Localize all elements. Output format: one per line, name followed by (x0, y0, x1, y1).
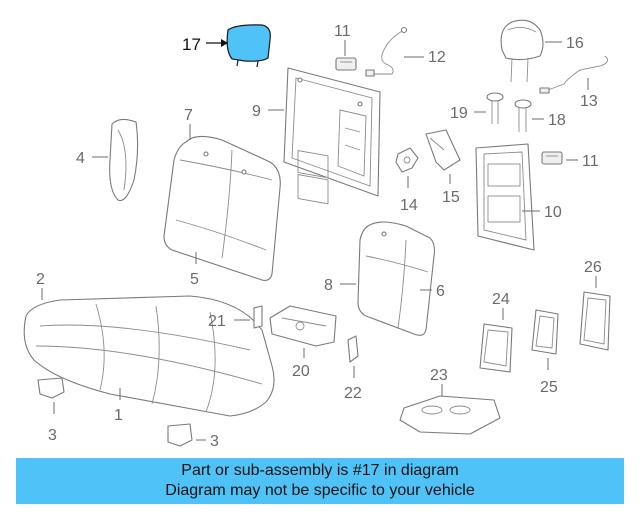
part-11-clip-right[interactable] (541, 151, 563, 165)
callout-3-left: 3 (48, 427, 57, 444)
callout-12: 12 (428, 49, 446, 66)
callout-20: 20 (292, 363, 310, 380)
callout-18: 18 (548, 112, 566, 129)
part-23-armrest[interactable] (399, 395, 501, 435)
part-26-pad[interactable] (579, 291, 611, 351)
callout-15: 15 (442, 189, 460, 206)
callout-24: 24 (492, 291, 510, 308)
callout-4: 4 (76, 150, 85, 167)
callout-9: 9 (252, 103, 261, 120)
callout-10: 10 (544, 204, 562, 221)
callout-19: 19 (450, 105, 468, 122)
part-14-latch[interactable] (395, 147, 419, 173)
arrow-17 (221, 39, 228, 47)
part-11-clip-upper[interactable] (335, 57, 357, 71)
part-22-hook[interactable] (347, 335, 359, 363)
callout-25: 25 (540, 379, 558, 396)
banner-line-1: Part or sub-assembly is #17 in diagram (181, 462, 459, 479)
part-10-seatback-frame[interactable] (475, 143, 535, 251)
callout-13: 13 (580, 93, 598, 110)
part-9-seatback-frame[interactable] (283, 67, 381, 205)
callout-26: 26 (584, 259, 602, 276)
callout-14: 14 (400, 197, 418, 214)
part-1-seat-cushion[interactable] (23, 295, 275, 417)
part-20-bracket[interactable] (269, 305, 337, 347)
callout-11-right: 11 (582, 153, 599, 170)
part-3-clip-left[interactable] (37, 377, 65, 399)
part-12-release-cable[interactable] (365, 26, 408, 77)
callout-1: 1 (114, 407, 123, 424)
part-16-headrest[interactable] (500, 19, 544, 83)
part-18-headrest-guide[interactable] (514, 99, 532, 132)
part-8-seatback-cushion[interactable] (357, 221, 436, 336)
callout-21: 21 (208, 313, 226, 330)
part-21-clip[interactable] (253, 305, 263, 329)
callout-6: 6 (436, 283, 445, 300)
callout-8: 8 (324, 277, 333, 294)
part-19-headrest-guide[interactable] (486, 92, 504, 124)
part-13-release-cable[interactable] (539, 55, 609, 94)
callout-11-upper: 11 (334, 23, 351, 40)
callout-16: 16 (566, 35, 584, 52)
callout-7: 7 (184, 107, 193, 124)
callout-23: 23 (430, 367, 448, 384)
info-banner: Part or sub-assembly is #17 in diagram D… (16, 458, 624, 504)
part-24-pad[interactable] (479, 323, 513, 373)
part-4-side-bolster[interactable] (109, 118, 139, 202)
callout-3-right: 3 (210, 433, 219, 450)
callout-2: 2 (36, 271, 45, 288)
banner-line-2: Diagram may not be specific to your vehi… (165, 482, 475, 499)
part-25-pad[interactable] (531, 309, 559, 355)
callout-5: 5 (190, 271, 199, 288)
part-7-seatback-cushion[interactable] (163, 135, 281, 281)
part-15-bracket[interactable] (425, 129, 461, 171)
part-3-clip-right[interactable] (167, 423, 193, 447)
parts-diagram: 17 11 12 16 9 (23, 19, 611, 450)
part-17-headrest[interactable] (226, 24, 271, 68)
callout-17: 17 (182, 35, 201, 54)
callout-22: 22 (344, 385, 362, 402)
